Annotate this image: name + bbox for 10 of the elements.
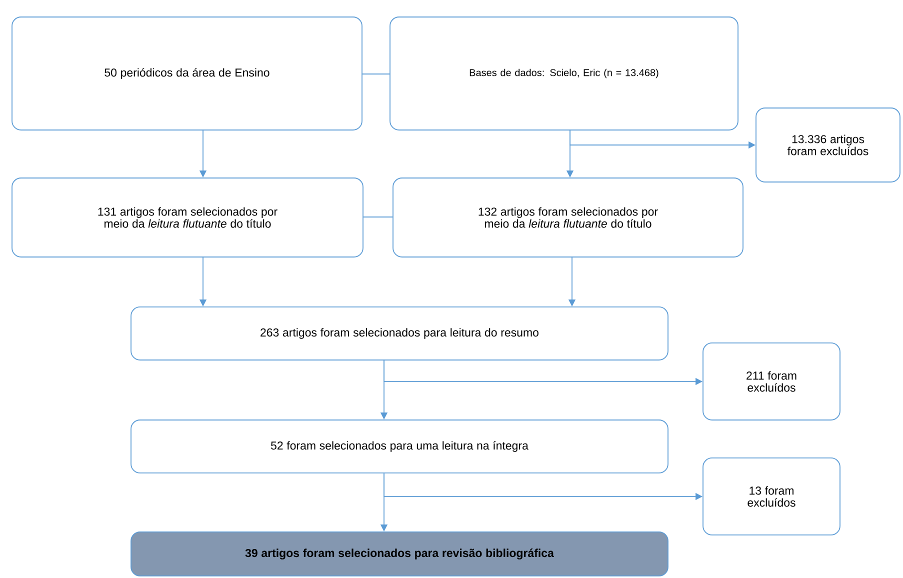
process-box: 52 foram selecionados para uma leitura na íntegra: [130, 420, 668, 474]
source-box: 50 periódicos da área de Ensino: [12, 16, 362, 130]
result-box: 39 artigos foram selecionados para revisão bibliográfica: [130, 532, 668, 576]
process-box: 132 artigos foram selecionados por meio da leitura flutuante do título: [392, 178, 744, 258]
exclusion-box: 211 foram excluídos: [702, 342, 840, 420]
source-box: Bases de dados: Scielo, Eric (n = 13.468): [390, 16, 738, 130]
exclusion-box: 13.336 artigos foram excluídos: [756, 108, 900, 182]
exclusion-box: 13 foram excluídos: [702, 458, 840, 536]
process-box: 263 artigos foram selecionados para leitura do resumo: [130, 306, 668, 360]
process-box: 131 artigos foram selecionados por meio da leitura flutuante do título: [12, 178, 364, 258]
